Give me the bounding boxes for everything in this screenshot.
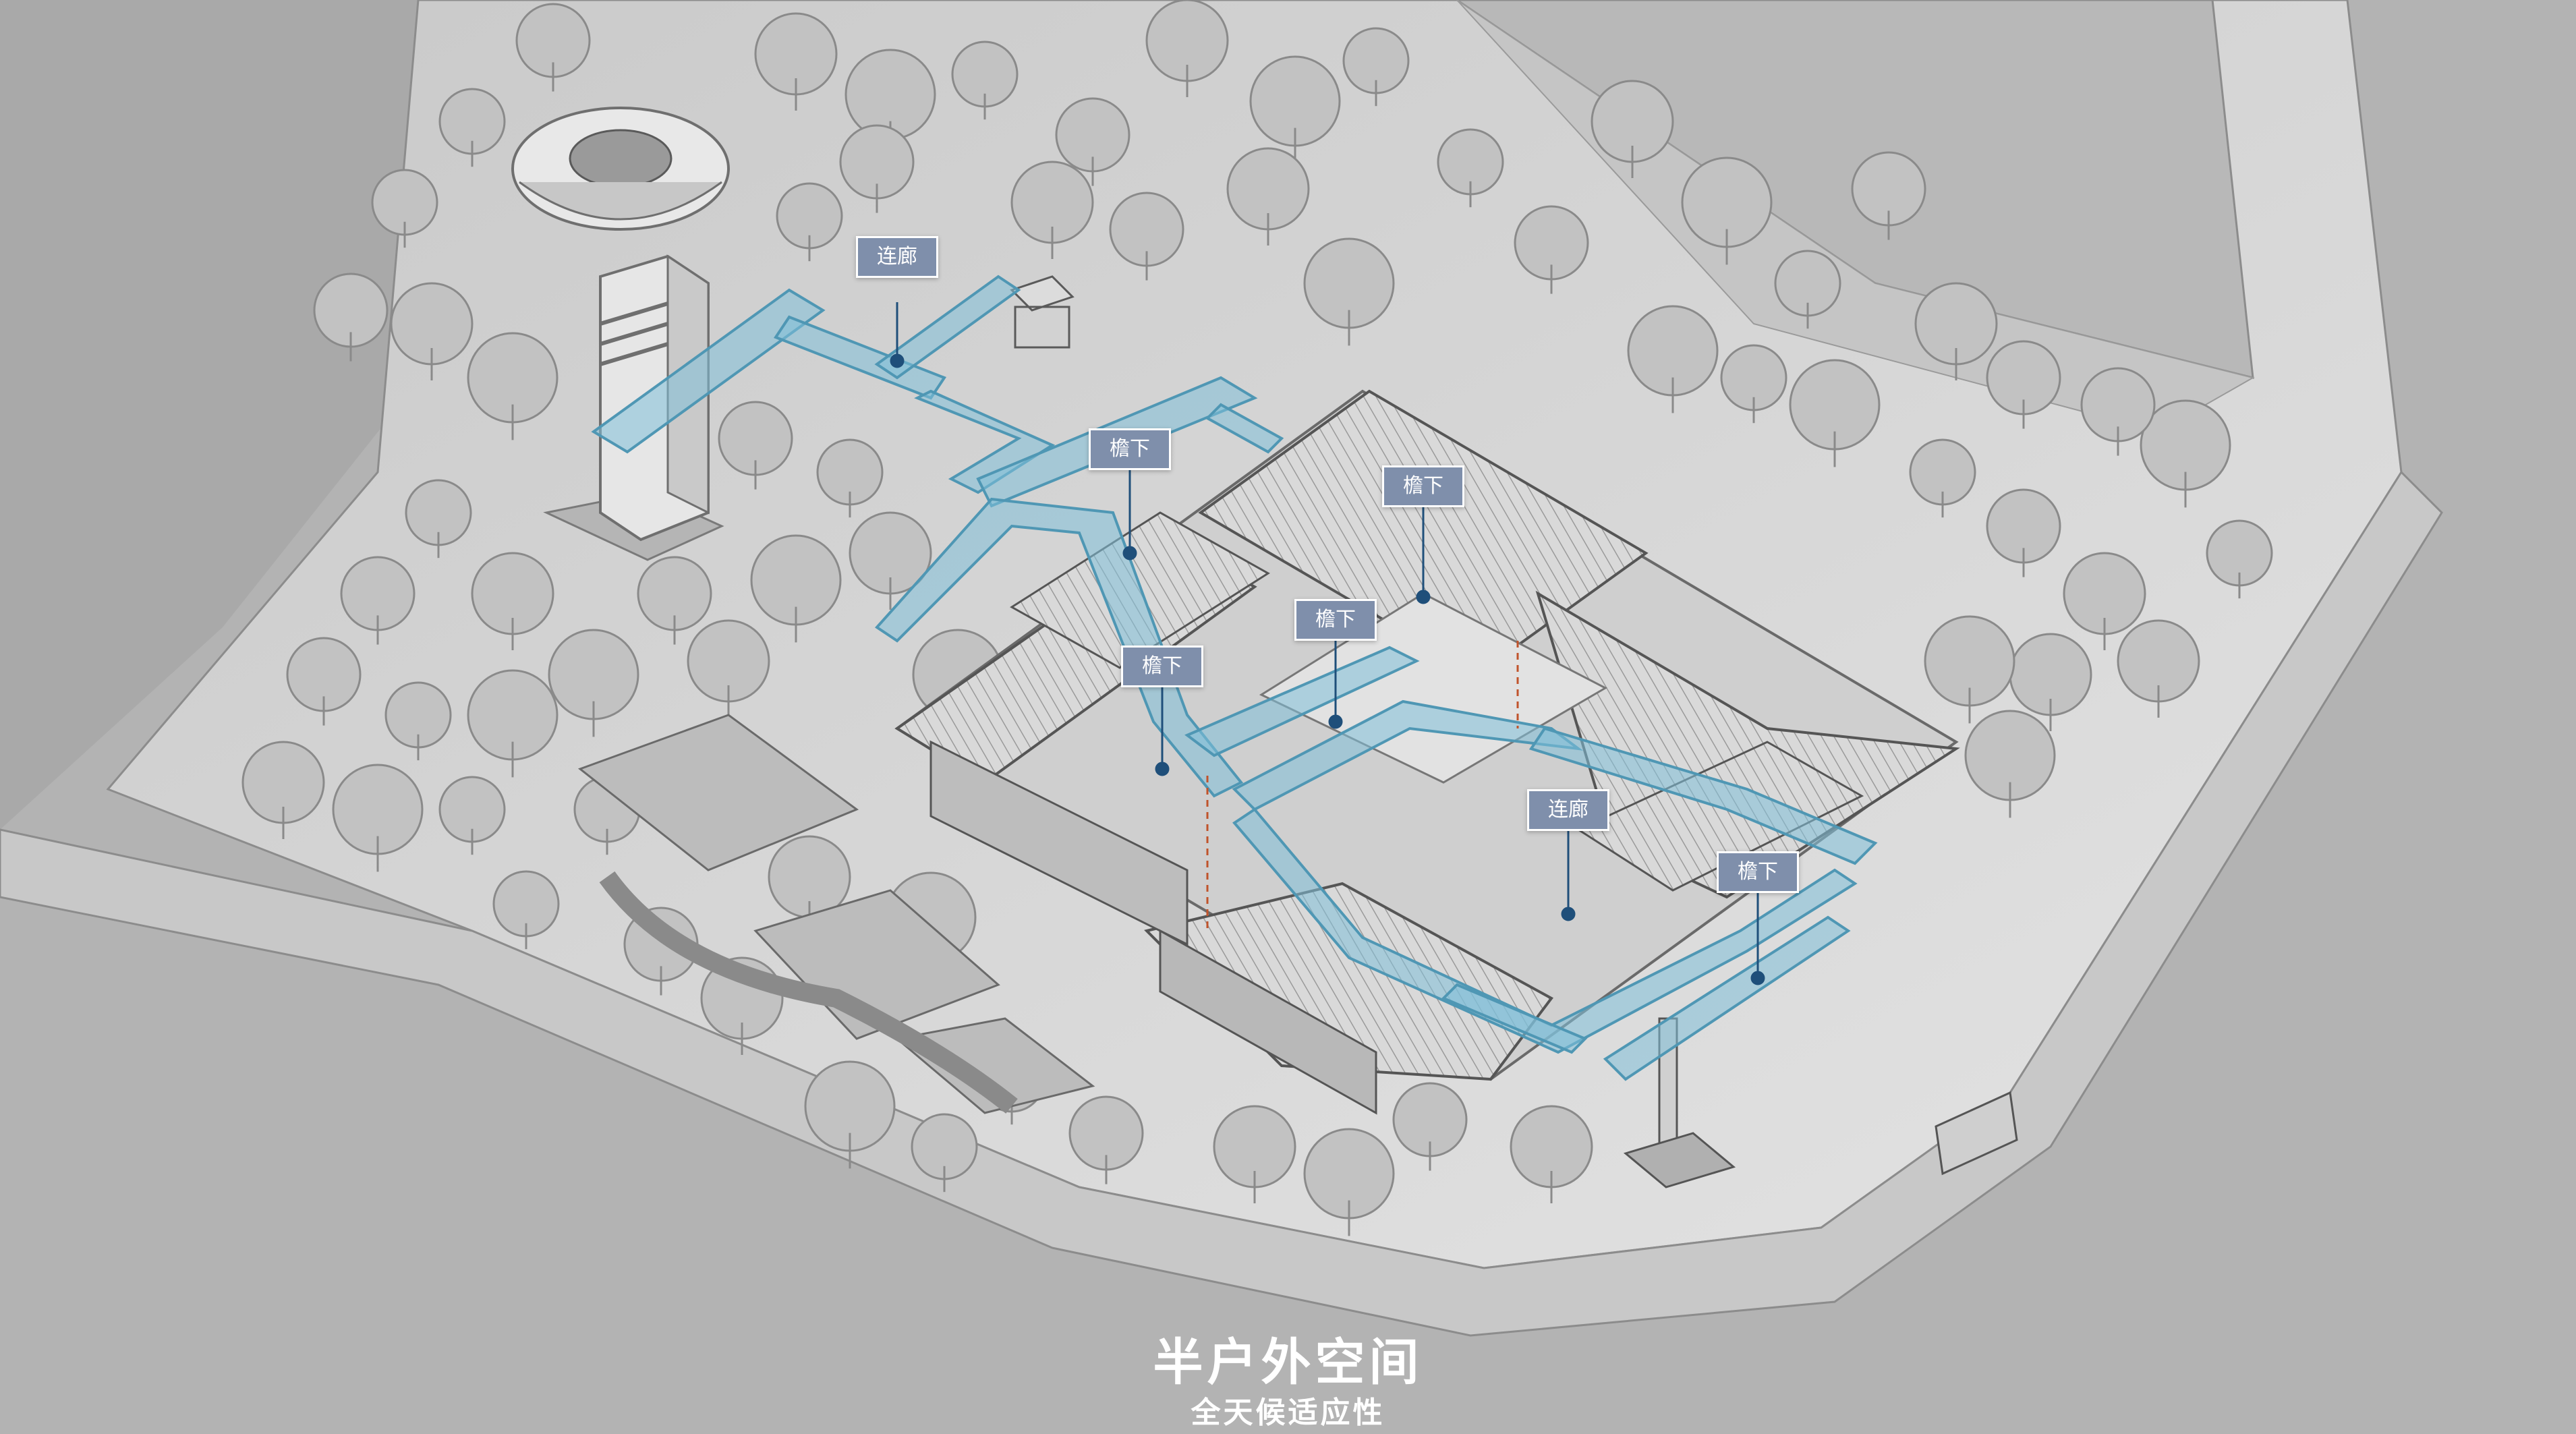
diagram-subtitle: 全天候适应性 [1191,1396,1385,1430]
diagram-title: 半户外空间 [1153,1333,1423,1392]
callout-eave-5: 檐下 [1717,851,1799,893]
terraced-garden [577,714,1095,1114]
callout-label: 檐下 [1294,599,1377,641]
callout-label: 连廊 [856,236,938,278]
callout-label: 檐下 [1382,465,1464,507]
small-kiosk [1010,275,1075,349]
callout-eave-3: 檐下 [1294,599,1377,641]
callout-corridor-right: 连廊 [1527,789,1609,831]
courtyard-complex [894,389,1960,1115]
callout-label: 檐下 [1717,851,1799,893]
callout-label: 连廊 [1527,789,1609,831]
callout-eave-1: 檐下 [1089,428,1171,470]
callout-leaders [890,302,1765,985]
callout-label: 檐下 [1121,646,1203,687]
callout-label: 檐下 [1089,428,1171,470]
callout-eave-2: 檐下 [1382,465,1464,507]
semi-outdoor-paths [591,275,1878,1081]
callout-corridor-top: 连廊 [856,236,938,278]
disc-pavilion [511,107,730,231]
callout-eave-4: 檐下 [1121,646,1203,687]
dashed-links [1206,641,1519,931]
trees [241,0,2273,1236]
